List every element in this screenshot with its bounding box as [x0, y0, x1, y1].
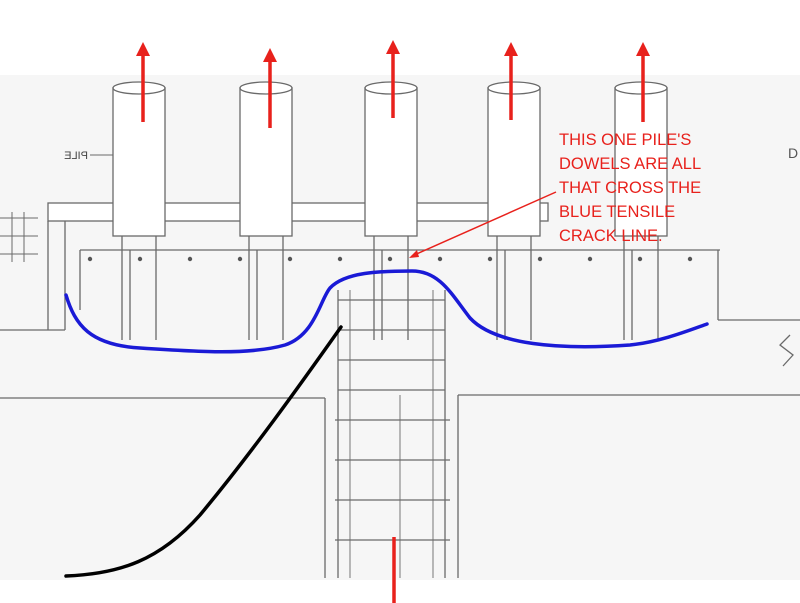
- annotation-line-3: THAT CROSS THE: [559, 179, 701, 197]
- edge-fragment-label: D: [788, 145, 798, 161]
- pile-1: [112, 81, 166, 340]
- tension-arrow-1: [136, 42, 150, 122]
- pile-label: PILE: [64, 150, 88, 162]
- top-bar-dots: [87, 256, 693, 262]
- pile-3-highlighted: [364, 81, 418, 340]
- column-pier: [324, 290, 459, 578]
- annotation-line-2: DOWELS ARE ALL: [559, 155, 701, 173]
- tension-arrow-3: [386, 40, 400, 118]
- tension-arrow-5: [636, 42, 650, 122]
- left-edge-hatch: [0, 212, 38, 262]
- annotation-line-4: BLUE TENSILE: [559, 203, 675, 221]
- tension-arrows: [136, 40, 650, 603]
- tension-arrow-4: [504, 42, 518, 120]
- pile-2: [239, 81, 293, 340]
- tension-arrow-2: [263, 48, 277, 128]
- pile-label-leader: PILE: [64, 150, 113, 162]
- annotation-leader: [409, 191, 557, 258]
- tensile-crack-line: [64, 269, 709, 354]
- right-break-mark: [779, 334, 794, 367]
- pile-cap-outline: [0, 202, 800, 399]
- black-curve: [64, 325, 343, 578]
- piles: [112, 81, 668, 340]
- annotation-line-1: THIS ONE PILE'S: [559, 131, 691, 149]
- annotation-line-5: CRACK LINE.: [559, 227, 663, 245]
- pile-5: [614, 81, 668, 340]
- annotation-text: THIS ONE PILE'S DOWELS ARE ALL THAT CROS…: [559, 131, 701, 245]
